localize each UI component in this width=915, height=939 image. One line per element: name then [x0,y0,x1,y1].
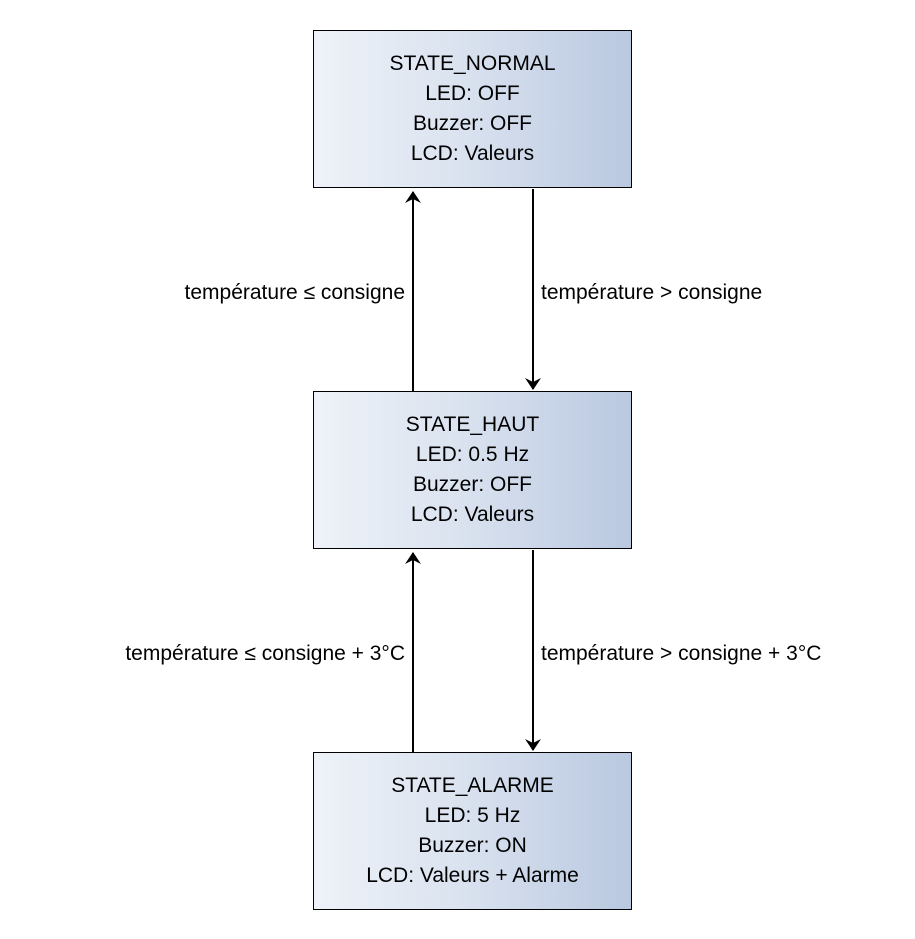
label-haut-to-normal: température ≤ consigne [184,281,405,304]
state-haut-buzzer: Buzzer: OFF [412,473,533,496]
state-alarme-box: STATE_ALARME LED: 5 Hz Buzzer: ON LCD: V… [313,752,632,910]
label-normal-to-haut: température > consigne [541,281,763,304]
state-normal-lcd: LCD: Valeurs [410,142,535,165]
state-alarme-title: STATE_ALARME [391,774,554,797]
state-haut-lcd: LCD: Valeurs [410,503,535,526]
state-alarme-lcd: LCD: Valeurs + Alarme [366,864,579,887]
state-alarme-led: LED: 5 Hz [424,804,521,827]
state-normal-box: STATE_NORMAL LED: OFF Buzzer: OFF LCD: V… [313,30,632,188]
label-haut-to-alarme: température > consigne + 3°C [541,642,822,665]
state-normal-buzzer: Buzzer: OFF [412,112,533,135]
state-normal-title: STATE_NORMAL [389,52,556,75]
state-alarme-buzzer: Buzzer: ON [418,834,527,857]
state-normal-led: LED: OFF [425,82,520,105]
state-haut-led: LED: 0.5 Hz [415,443,530,466]
state-haut-title: STATE_HAUT [405,413,540,436]
label-alarme-to-haut: température ≤ consigne + 3°C [125,642,405,665]
state-haut-box: STATE_HAUT LED: 0.5 Hz Buzzer: OFF LCD: … [313,391,632,549]
